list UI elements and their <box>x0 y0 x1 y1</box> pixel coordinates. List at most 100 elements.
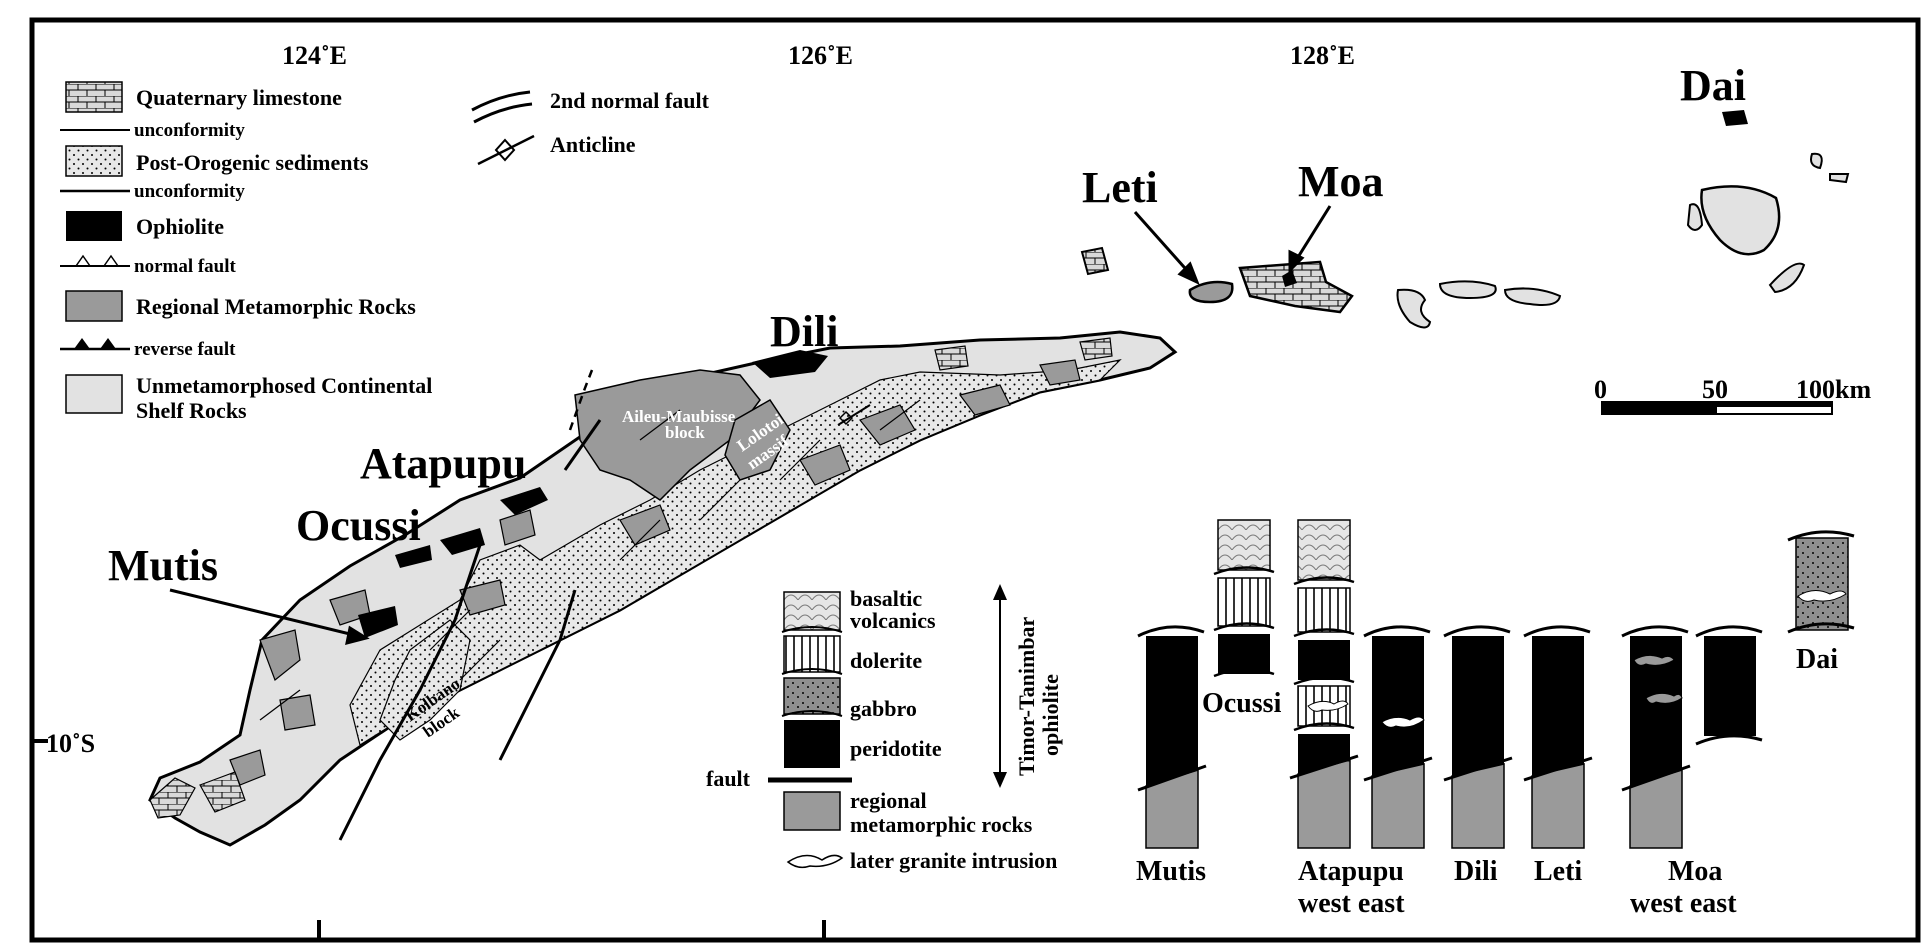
col-legend-basaltic-1: basaltic <box>850 586 922 611</box>
col-legend-regional-1: regional <box>850 788 927 813</box>
legend-swatch-metamorphic <box>65 290 123 322</box>
place-label-dai: Dai <box>1680 61 1746 110</box>
col-legend-metamorphic-swatch <box>783 791 841 831</box>
col-legend-regional-2: metamorphic rocks <box>850 812 1033 837</box>
legend-label-shelf-1: Unmetamorphosed Continental <box>136 373 432 398</box>
column-label-dili: Dili <box>1454 856 1498 887</box>
timor-island <box>148 330 1178 847</box>
col-legend-gabbro-swatch <box>783 677 841 715</box>
scale-label-0: 0 <box>1594 375 1607 404</box>
place-label-atapupu: Atapupu <box>360 439 526 488</box>
column-ocussi <box>1213 519 1275 678</box>
legend-label-anticline: Anticline <box>550 132 636 157</box>
anticline-marker <box>837 404 871 426</box>
column-label-ocussi: Ocussi <box>1202 688 1282 719</box>
legend-label-limestone: Quaternary limestone <box>136 85 342 110</box>
stratigraphic-columns <box>1137 519 1855 849</box>
column-label-moa-sub: west east <box>1630 888 1737 919</box>
legend-label-normal-fault: normal fault <box>134 256 237 277</box>
island-large-east <box>1700 185 1781 256</box>
dai-island <box>1722 110 1748 126</box>
column-label-atapupu: Atapupu <box>1298 856 1404 887</box>
legend-label-reverse-fault: reverse fault <box>134 339 236 360</box>
map-frame <box>29 17 1921 943</box>
column-label-mutis: Mutis <box>1136 856 1206 887</box>
lolotoi-massif <box>724 399 791 481</box>
major-faults <box>338 419 602 841</box>
second-normal-fault-symbol <box>471 90 533 124</box>
legend-swatch-post-orogenic <box>65 145 123 177</box>
scale-bar: 0 50 100km <box>1594 375 1871 415</box>
lon-label-128: 128˚E <box>1290 41 1355 70</box>
eastern-islands <box>1080 110 1850 329</box>
island-e7 <box>1829 173 1850 184</box>
limestone-outcrops <box>149 337 1113 819</box>
legend-label-post-orogenic: Post-Orogenic sediments <box>136 150 369 175</box>
aileu-maubisse-block <box>574 369 761 501</box>
column-label-dai: Dai <box>1796 644 1838 675</box>
place-label-ocussi: Ocussi <box>296 501 421 550</box>
place-label-mutis: Mutis <box>108 541 218 590</box>
col-legend-granite: later granite intrusion <box>850 848 1057 873</box>
scale-label-50: 50 <box>1702 375 1728 404</box>
island-e3 <box>1503 287 1562 306</box>
post-orogenic-sediment-belt <box>349 359 1122 746</box>
place-label-dili: Dili <box>770 307 838 356</box>
island-e5 <box>1768 262 1806 294</box>
legend-swatch-shelf <box>65 374 123 414</box>
column-label-leti: Leti <box>1534 856 1582 887</box>
anticline-symbol <box>477 134 535 166</box>
place-label-moa: Moa <box>1298 157 1384 206</box>
legend-label-shelf-2: Shelf Rocks <box>136 398 247 423</box>
island-e6 <box>1810 152 1823 170</box>
inferred-fault <box>568 369 594 431</box>
legend-swatch-ophiolite <box>66 211 122 241</box>
col-legend-peridotite: peridotite <box>850 736 942 761</box>
lon-label-124: 124˚E <box>282 41 347 70</box>
col-legend-peridotite-swatch <box>784 720 840 768</box>
lon-label-126: 126˚E <box>788 41 853 70</box>
leti-island <box>1188 280 1234 304</box>
ophiolite-range-arrow <box>993 584 1007 788</box>
column-atapupu-east <box>1363 625 1433 849</box>
moa-ophiolite <box>1282 270 1297 287</box>
aileu-block-label-1: Aileu-Maubisse <box>622 407 736 426</box>
col-legend-basaltic-2: volcanics <box>850 608 936 633</box>
column-leti <box>1523 625 1593 849</box>
island-small-west <box>1080 246 1110 276</box>
col-legend-dolerite-swatch <box>783 635 841 673</box>
column-label-moa: Moa <box>1668 856 1722 887</box>
column-dili <box>1443 625 1513 849</box>
column-moa-west <box>1621 625 1691 849</box>
map-legend: Quaternary limestone unconformity Post-O… <box>60 81 710 423</box>
metamorphic-outcrops <box>229 359 1081 786</box>
moa-island <box>1238 260 1354 314</box>
col-legend-dolerite: dolerite <box>850 648 922 673</box>
minor-faults <box>259 399 921 721</box>
island-e2 <box>1438 280 1497 300</box>
normal-fault-symbol <box>75 254 119 267</box>
col-legend-gabbro: gabbro <box>850 696 917 721</box>
column-dai <box>1787 530 1855 634</box>
legend-label-2nd-normal-fault: 2nd normal fault <box>550 88 710 113</box>
legend-label-unconformity-2: unconformity <box>134 181 245 202</box>
legend-swatch-limestone <box>65 81 123 113</box>
aileu-block-label-2: block <box>665 423 705 442</box>
legend-label-ophiolite: Ophiolite <box>136 214 224 239</box>
graticule-ticks <box>32 739 826 938</box>
legend-label-metamorphic: Regional Metamorphic Rocks <box>136 294 416 319</box>
island-e1 <box>1396 288 1432 329</box>
column-legend: basaltic volcanics dolerite gabbro perid… <box>706 584 1063 873</box>
column-label-atapupu-sub: west east <box>1298 888 1405 919</box>
col-legend-fault: fault <box>706 766 751 791</box>
ophiolite-outcrops <box>358 350 828 638</box>
pointer-arrows <box>169 205 1332 646</box>
reverse-fault-symbol <box>74 338 116 349</box>
column-moa-east <box>1695 625 1763 746</box>
col-legend-basaltic-swatch <box>783 591 841 631</box>
col-legend-arrow-label-2: ophiolite <box>1038 674 1063 756</box>
col-legend-arrow-label-1: Timor-Tanimbar <box>1014 616 1039 776</box>
lat-label-10s: 10˚S <box>46 729 95 758</box>
